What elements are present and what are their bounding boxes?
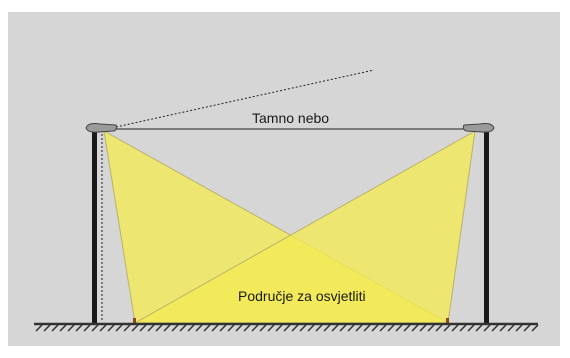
ground-hatch-stroke [355, 324, 363, 332]
ground-hatch-stroke [35, 324, 43, 332]
ground-hatch-stroke [83, 324, 91, 332]
ground-hatch-stroke [427, 324, 435, 332]
area-marker-left [133, 318, 136, 324]
ground-hatch-stroke [115, 324, 123, 332]
ground-hatch-stroke [475, 324, 483, 332]
ground-hatch-stroke [515, 324, 523, 332]
ground-hatch-stroke [99, 324, 107, 332]
ground-hatch-stroke [331, 324, 339, 332]
ground-hatch-stroke [203, 324, 211, 332]
ground-hatch-stroke [51, 324, 59, 332]
ground-hatch-stroke [171, 324, 179, 332]
ground-hatch-stroke [491, 324, 499, 332]
ground-hatch-stroke [251, 324, 259, 332]
sky-label: Tamno nebo [252, 110, 330, 126]
ground-hatch-stroke [467, 324, 475, 332]
ground-hatch-stroke [299, 324, 307, 332]
ground-hatch-stroke [139, 324, 147, 332]
ground-hatch-stroke [219, 324, 227, 332]
ground-hatch-stroke [395, 324, 403, 332]
ground-hatch-stroke [195, 324, 203, 332]
ground-hatch-stroke [403, 324, 411, 332]
ground-hatch-stroke [507, 324, 515, 332]
ground-hatch-stroke [235, 324, 243, 332]
ground-hatch-stroke [107, 324, 115, 332]
ground-hatch-stroke [243, 324, 251, 332]
ground-hatch-stroke [435, 324, 443, 332]
ground-hatch-stroke [387, 324, 395, 332]
upward-light-dotted-line [115, 69, 375, 128]
ground-hatch-stroke [363, 324, 371, 332]
ground-hatch-stroke [259, 324, 267, 332]
ground-hatch-stroke [307, 324, 315, 332]
ground-hatch-stroke [483, 324, 491, 332]
left-luminaire-icon [85, 123, 118, 133]
ground-hatch-stroke [67, 324, 75, 332]
ground-hatch-stroke [43, 324, 51, 332]
ground-hatch-stroke [227, 324, 235, 332]
ground-hatch-stroke [267, 324, 275, 332]
ground-hatch-stroke [451, 324, 459, 332]
right-luminaire-icon [462, 123, 495, 133]
ground-hatch-stroke [155, 324, 163, 332]
ground-hatch-stroke [211, 324, 219, 332]
ground-hatch-stroke [339, 324, 347, 332]
ground-hatch-stroke [131, 324, 139, 332]
ground-hatch-stroke [523, 324, 531, 332]
area-marker-right [446, 318, 449, 324]
ground-hatch-stroke [315, 324, 323, 332]
ground-hatch-stroke [443, 324, 451, 332]
ground-hatch-stroke [499, 324, 507, 332]
ground-hatch-stroke [275, 324, 283, 332]
ground-hatch-stroke [75, 324, 83, 332]
ground-hatch-stroke [371, 324, 379, 332]
ground-hatch-stroke [411, 324, 419, 332]
ground-hatch-stroke [531, 324, 539, 332]
ground-hatch-stroke [323, 324, 331, 332]
ground-hatch-stroke [187, 324, 195, 332]
ground-hatching [35, 324, 539, 332]
left-pole [92, 130, 97, 323]
ground-hatch-stroke [91, 324, 99, 332]
ground-hatch-stroke [59, 324, 67, 332]
ground-hatch-stroke [291, 324, 299, 332]
ground-hatch-stroke [123, 324, 131, 332]
ground-hatch-stroke [459, 324, 467, 332]
ground-hatch-stroke [147, 324, 155, 332]
right-pole [484, 130, 489, 323]
ground-hatch-stroke [419, 324, 427, 332]
ground-hatch-stroke [283, 324, 291, 332]
ground-hatch-stroke [179, 324, 187, 332]
ground-hatch-stroke [163, 324, 171, 332]
ground-hatch-stroke [379, 324, 387, 332]
area-label: Područje za osvjetliti [238, 288, 366, 304]
ground-hatch-stroke [347, 324, 355, 332]
